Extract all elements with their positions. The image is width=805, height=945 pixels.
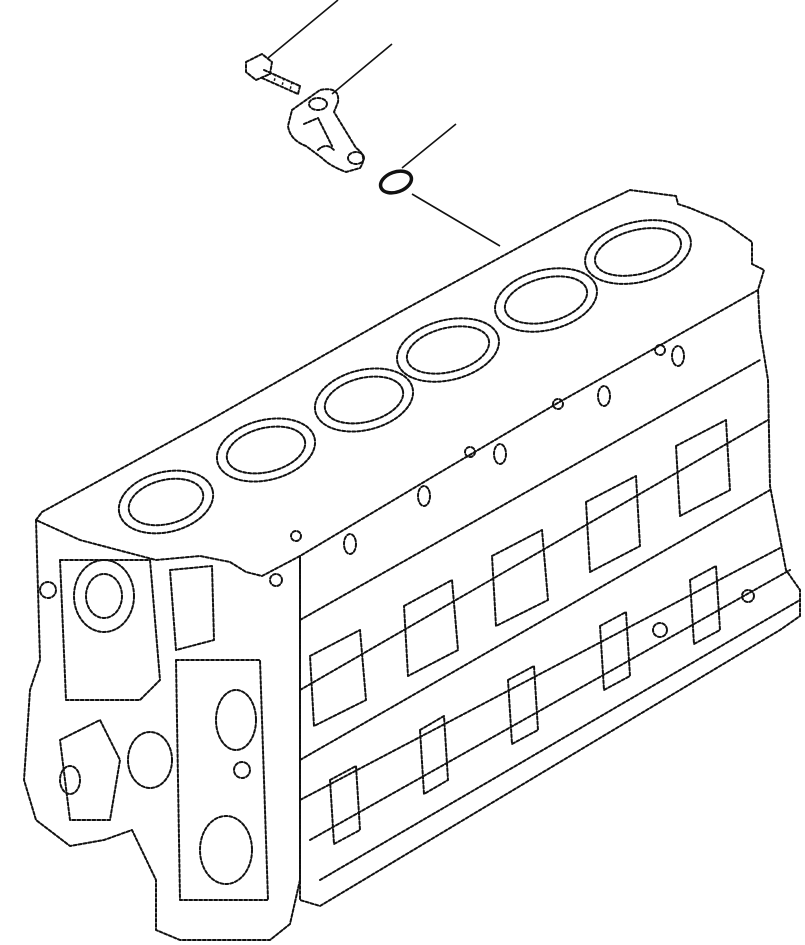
- cylinder-bores: [117, 219, 692, 535]
- leader-nozzle: [331, 43, 393, 95]
- engine-block-icon: [23, 189, 801, 941]
- leader-o-ring: [401, 123, 457, 169]
- cylinder-bore: [215, 417, 317, 483]
- piston-cooling-nozzle-icon: [287, 88, 365, 173]
- block-side-face: [299, 289, 801, 907]
- cylinder-bore: [313, 367, 415, 433]
- leader-block: [411, 193, 501, 247]
- side-panels: [309, 419, 731, 845]
- o-ring-icon: [378, 169, 414, 195]
- cylinder-bore: [117, 469, 215, 535]
- cylinder-bore: [396, 317, 500, 383]
- block-top-deck: [35, 189, 765, 577]
- cylinder-bore: [494, 267, 598, 333]
- deck-holes: [269, 344, 755, 638]
- leader-lines: [267, 0, 501, 247]
- block-front-face: [23, 519, 301, 941]
- leader-bolt: [267, 0, 339, 59]
- cylinder-bore: [584, 219, 692, 285]
- bolt-icon: [245, 53, 301, 95]
